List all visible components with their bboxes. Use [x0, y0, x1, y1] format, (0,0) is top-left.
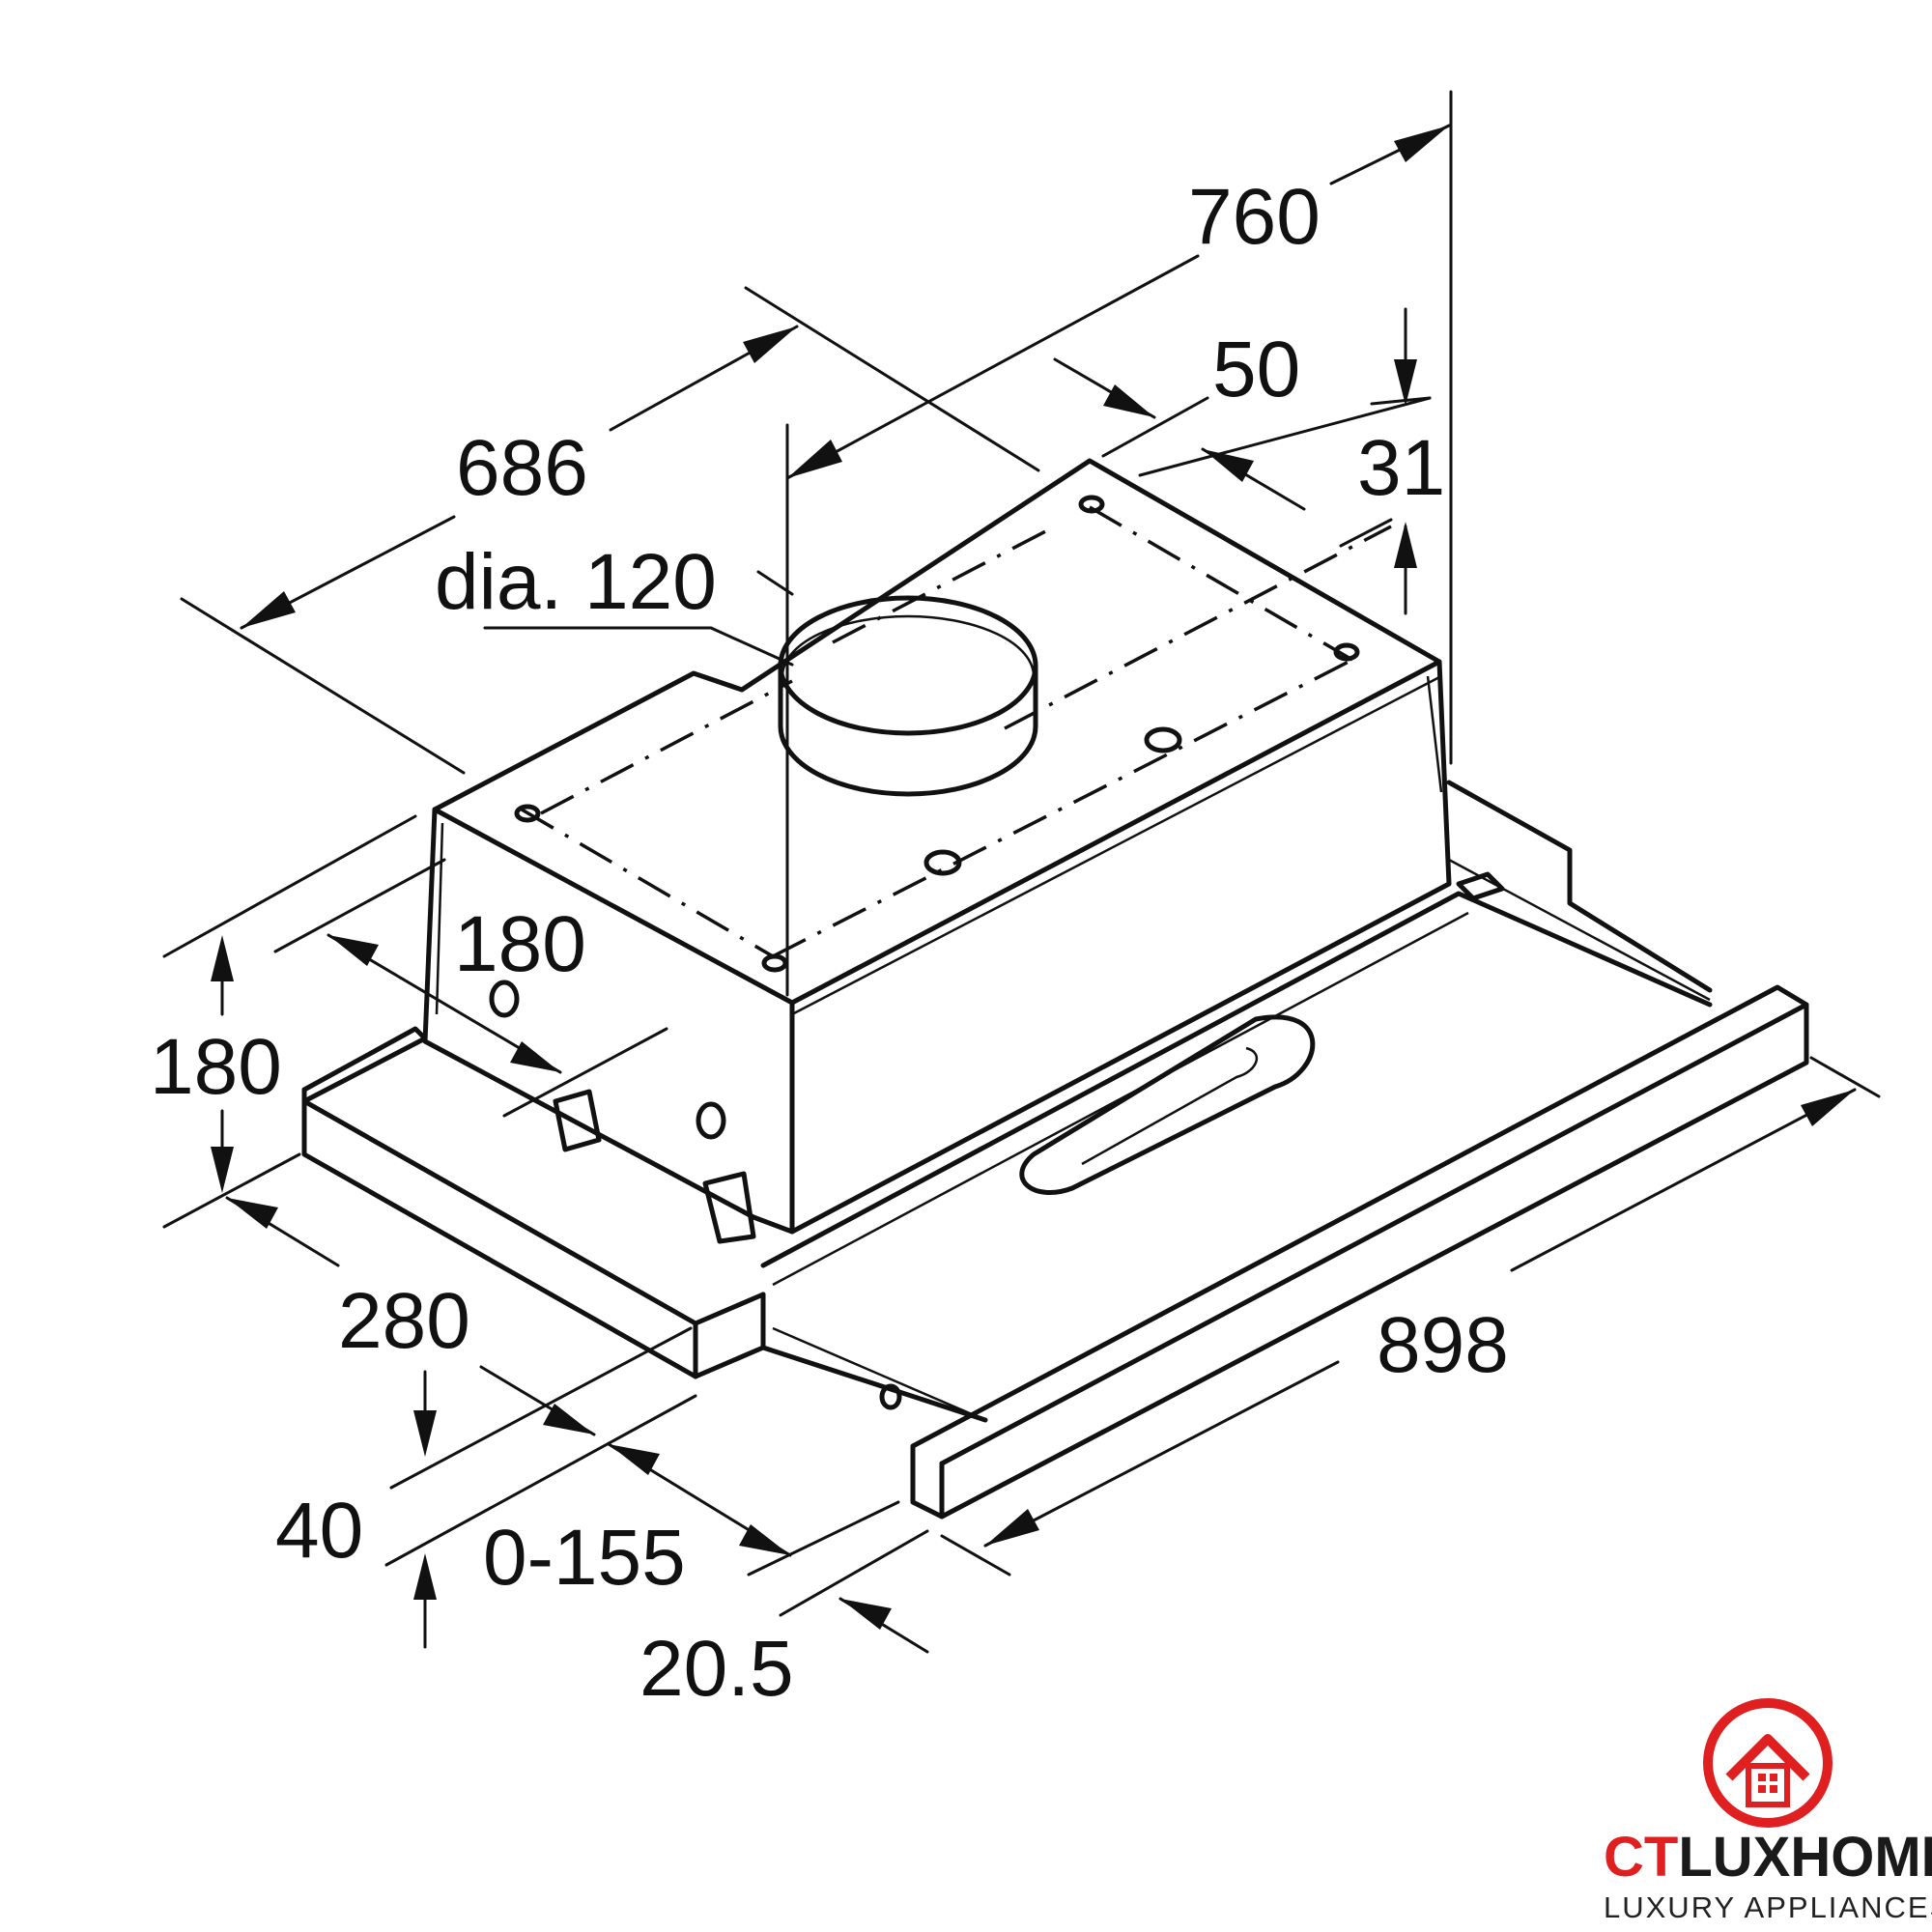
dim-180-side: 180: [150, 1023, 282, 1111]
dim-0-155: 0-155: [483, 1514, 686, 1602]
dim-50: 50: [1212, 326, 1300, 413]
dim-760: 760: [1188, 173, 1321, 261]
logo-tagline: LUXURY APPLIANCES: [1604, 1890, 1932, 1924]
dim-280: 280: [338, 1277, 470, 1365]
dim-20-5: 20.5: [639, 1625, 794, 1713]
logo-brand-suffix: LUXHOME: [1678, 1826, 1932, 1889]
dimension-labels: 760 50 31 686 dia. 120 180 180 280 40 0-…: [150, 173, 1509, 1713]
dim-dia-120: dia. 120: [435, 538, 717, 626]
duct-collar: [778, 595, 1038, 797]
dim-180-inner: 180: [454, 900, 586, 988]
dim-898: 898: [1377, 1301, 1509, 1389]
telescopic-drawer: [760, 871, 1809, 1520]
dim-686: 686: [456, 424, 588, 512]
dimension-lines: [162, 90, 1881, 1654]
lower-chassis: [301, 780, 1713, 1379]
logo-brand-prefix: CT: [1604, 1826, 1678, 1889]
ctluxhome-logo: CTLUXHOME LUXURY APPLIANCES: [1604, 1698, 1932, 1924]
svg-text:CTLUXHOME: CTLUXHOME: [1604, 1826, 1932, 1889]
dim-40: 40: [275, 1487, 363, 1575]
dim-31: 31: [1357, 424, 1445, 512]
motor-housing: [422, 458, 1452, 1244]
